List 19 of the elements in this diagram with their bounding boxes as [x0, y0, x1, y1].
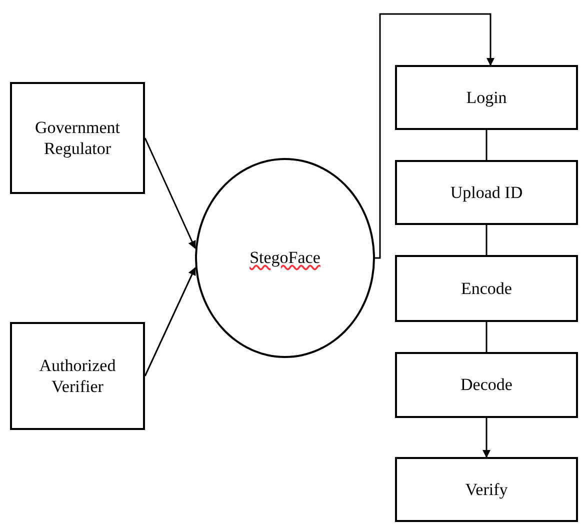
process-box: [395, 457, 578, 522]
process-box: [395, 160, 578, 225]
process-box: [395, 255, 578, 322]
node-label: Upload ID: [450, 182, 523, 204]
node-label: Login: [466, 86, 507, 108]
node-label: Government Regulator: [34, 116, 121, 160]
node-label: Encode: [461, 278, 512, 300]
node-label: StegoFace: [250, 247, 320, 269]
node-label: Decode: [460, 374, 512, 396]
node-label: Verify: [465, 478, 508, 500]
connector-arrow: [375, 13, 494, 259]
process-box: [395, 352, 578, 418]
connector-arrow: [482, 418, 490, 458]
process-box: [10, 322, 145, 430]
connector-arrow: [144, 138, 196, 249]
process-box: [395, 65, 578, 130]
process-box: [10, 82, 145, 194]
connector-arrow: [144, 267, 196, 376]
node-label: Authorized Verifier: [38, 354, 117, 398]
